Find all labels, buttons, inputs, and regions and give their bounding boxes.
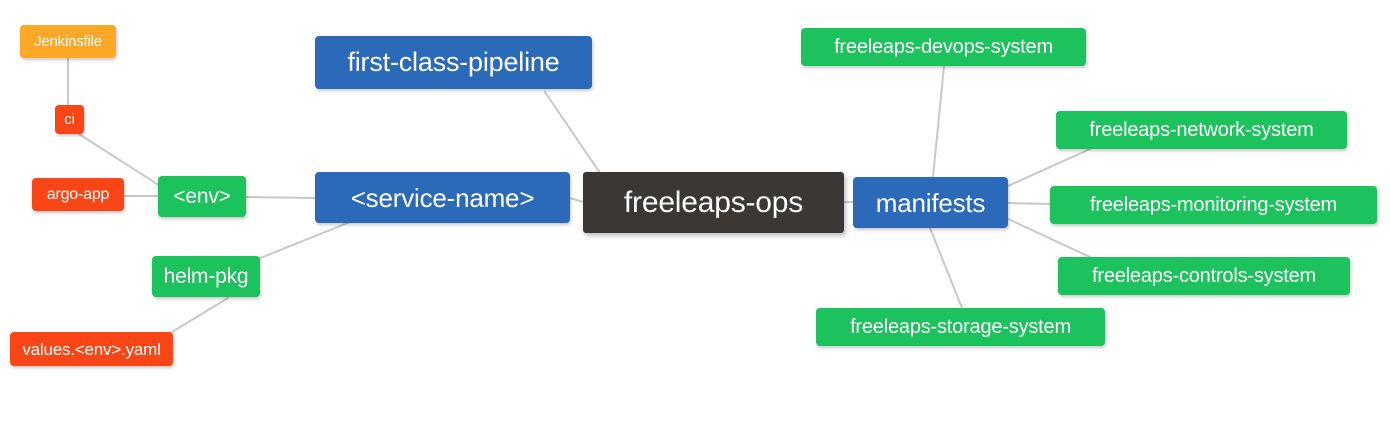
node-service[interactable]: <service-name>	[315, 172, 570, 223]
node-root[interactable]: freeleaps-ops	[583, 172, 844, 233]
edge-manifests-to-network	[1007, 148, 1091, 187]
node-argoapp[interactable]: argo-app	[32, 178, 124, 211]
node-ci[interactable]: ci	[55, 105, 84, 134]
edge-values-to-helmpkg	[171, 297, 229, 333]
edge-manifests-to-devops	[932, 65, 945, 178]
node-helmpkg[interactable]: helm-pkg	[152, 256, 260, 297]
edge-manifests-to-controls	[1007, 218, 1091, 258]
edge-helmpkg-to-service	[257, 221, 351, 260]
node-controls[interactable]: freeleaps-controls-system	[1058, 257, 1350, 295]
node-monitoring[interactable]: freeleaps-monitoring-system	[1050, 186, 1377, 224]
node-jenkinsfile[interactable]: Jenkinsfile	[20, 25, 116, 58]
node-manifests[interactable]: manifests	[853, 177, 1008, 228]
node-network[interactable]: freeleaps-network-system	[1056, 111, 1347, 149]
edge-service-to-root	[569, 197, 584, 203]
edge-pipeline-to-root	[544, 91, 601, 174]
edge-env-to-service	[245, 196, 316, 199]
edge-manifests-to-monitoring	[1007, 202, 1051, 205]
node-storage[interactable]: freeleaps-storage-system	[816, 308, 1105, 346]
node-values[interactable]: values.<env>.yaml	[10, 332, 173, 366]
node-env[interactable]: <env>	[158, 176, 246, 217]
edge-manifests-to-storage	[929, 227, 963, 309]
node-devops[interactable]: freeleaps-devops-system	[801, 28, 1086, 66]
node-pipeline[interactable]: first-class-pipeline	[315, 36, 592, 89]
